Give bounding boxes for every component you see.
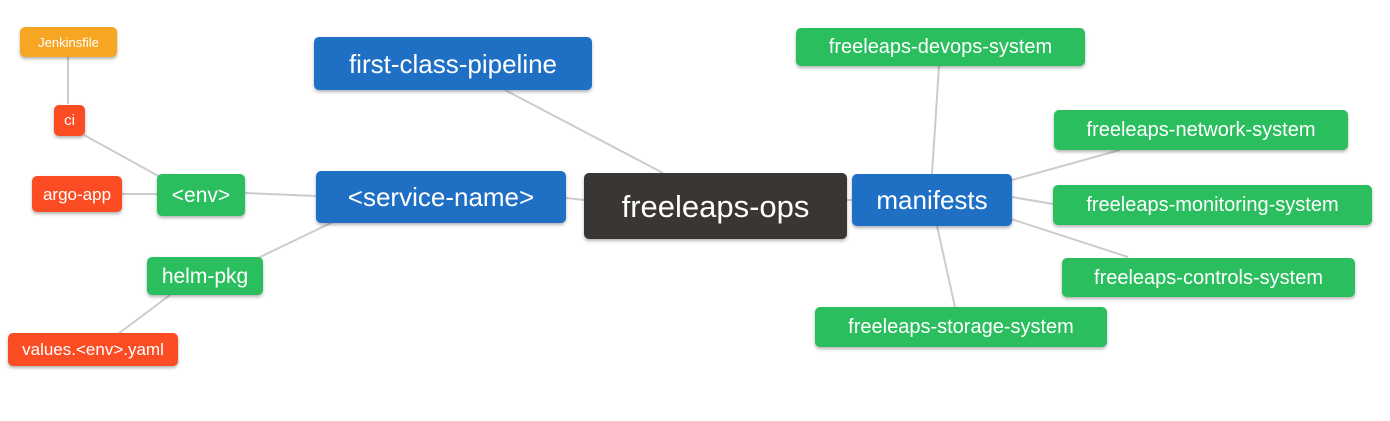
node-label-manifests: manifests — [876, 185, 988, 215]
node-monitoring-system[interactable]: freeleaps-monitoring-system — [1053, 185, 1372, 225]
node-label-env: <env> — [171, 183, 231, 207]
node-label-network-system: freeleaps-network-system — [1086, 119, 1316, 141]
node-label-controls-system: freeleaps-controls-system — [1094, 266, 1323, 289]
node-label-monitoring-system: freeleaps-monitoring-system — [1086, 194, 1339, 216]
edge-manifests-to-storage-system — [936, 225, 956, 308]
node-label-first-class-pipeline: first-class-pipeline — [348, 48, 558, 79]
node-network-system[interactable]: freeleaps-network-system — [1054, 110, 1348, 150]
edge-first-class-pipeline-to-freeleaps-ops — [504, 89, 664, 174]
node-first-class-pipeline[interactable]: first-class-pipeline — [314, 37, 592, 90]
edge-manifests-to-controls-system — [1010, 218, 1129, 258]
node-label-ci: ci — [64, 112, 75, 129]
node-label-devops-system: freeleaps-devops-system — [828, 36, 1053, 58]
edge-helm-pkg-to-values-env-yaml — [117, 294, 171, 335]
node-jenkinsfile[interactable]: Jenkinsfile — [20, 27, 117, 57]
node-label-values-env-yaml: values.<env>.yaml — [22, 340, 164, 359]
edge-env-to-service-name — [244, 192, 317, 197]
node-label-service-name: <service-name> — [347, 182, 535, 212]
node-ci[interactable]: ci — [54, 105, 85, 136]
node-helm-pkg[interactable]: helm-pkg — [147, 257, 263, 295]
node-service-name[interactable]: <service-name> — [316, 171, 566, 223]
node-manifests[interactable]: manifests — [852, 174, 1012, 226]
edge-service-name-to-freeleaps-ops — [565, 197, 585, 201]
node-env[interactable]: <env> — [157, 174, 245, 216]
node-label-jenkinsfile: Jenkinsfile — [38, 34, 99, 50]
edge-service-name-to-helm-pkg — [257, 221, 334, 259]
node-label-storage-system: freeleaps-storage-system — [848, 316, 1074, 338]
node-values-env-yaml[interactable]: values.<env>.yaml — [8, 333, 178, 366]
edge-manifests-to-devops-system — [931, 65, 940, 175]
node-argo-app[interactable]: argo-app — [32, 176, 122, 212]
node-storage-system[interactable]: freeleaps-storage-system — [815, 307, 1107, 347]
node-label-freeleaps-ops: freeleaps-ops — [621, 188, 810, 224]
edge-ci-to-env — [83, 134, 163, 179]
node-devops-system[interactable]: freeleaps-devops-system — [796, 28, 1085, 66]
edge-manifests-to-network-system — [1011, 149, 1121, 181]
edge-manifests-to-monitoring-system — [1011, 196, 1054, 205]
node-label-helm-pkg: helm-pkg — [161, 264, 249, 288]
node-label-argo-app: argo-app — [42, 184, 112, 204]
node-freeleaps-ops[interactable]: freeleaps-ops — [584, 173, 847, 239]
node-controls-system[interactable]: freeleaps-controls-system — [1062, 258, 1355, 297]
